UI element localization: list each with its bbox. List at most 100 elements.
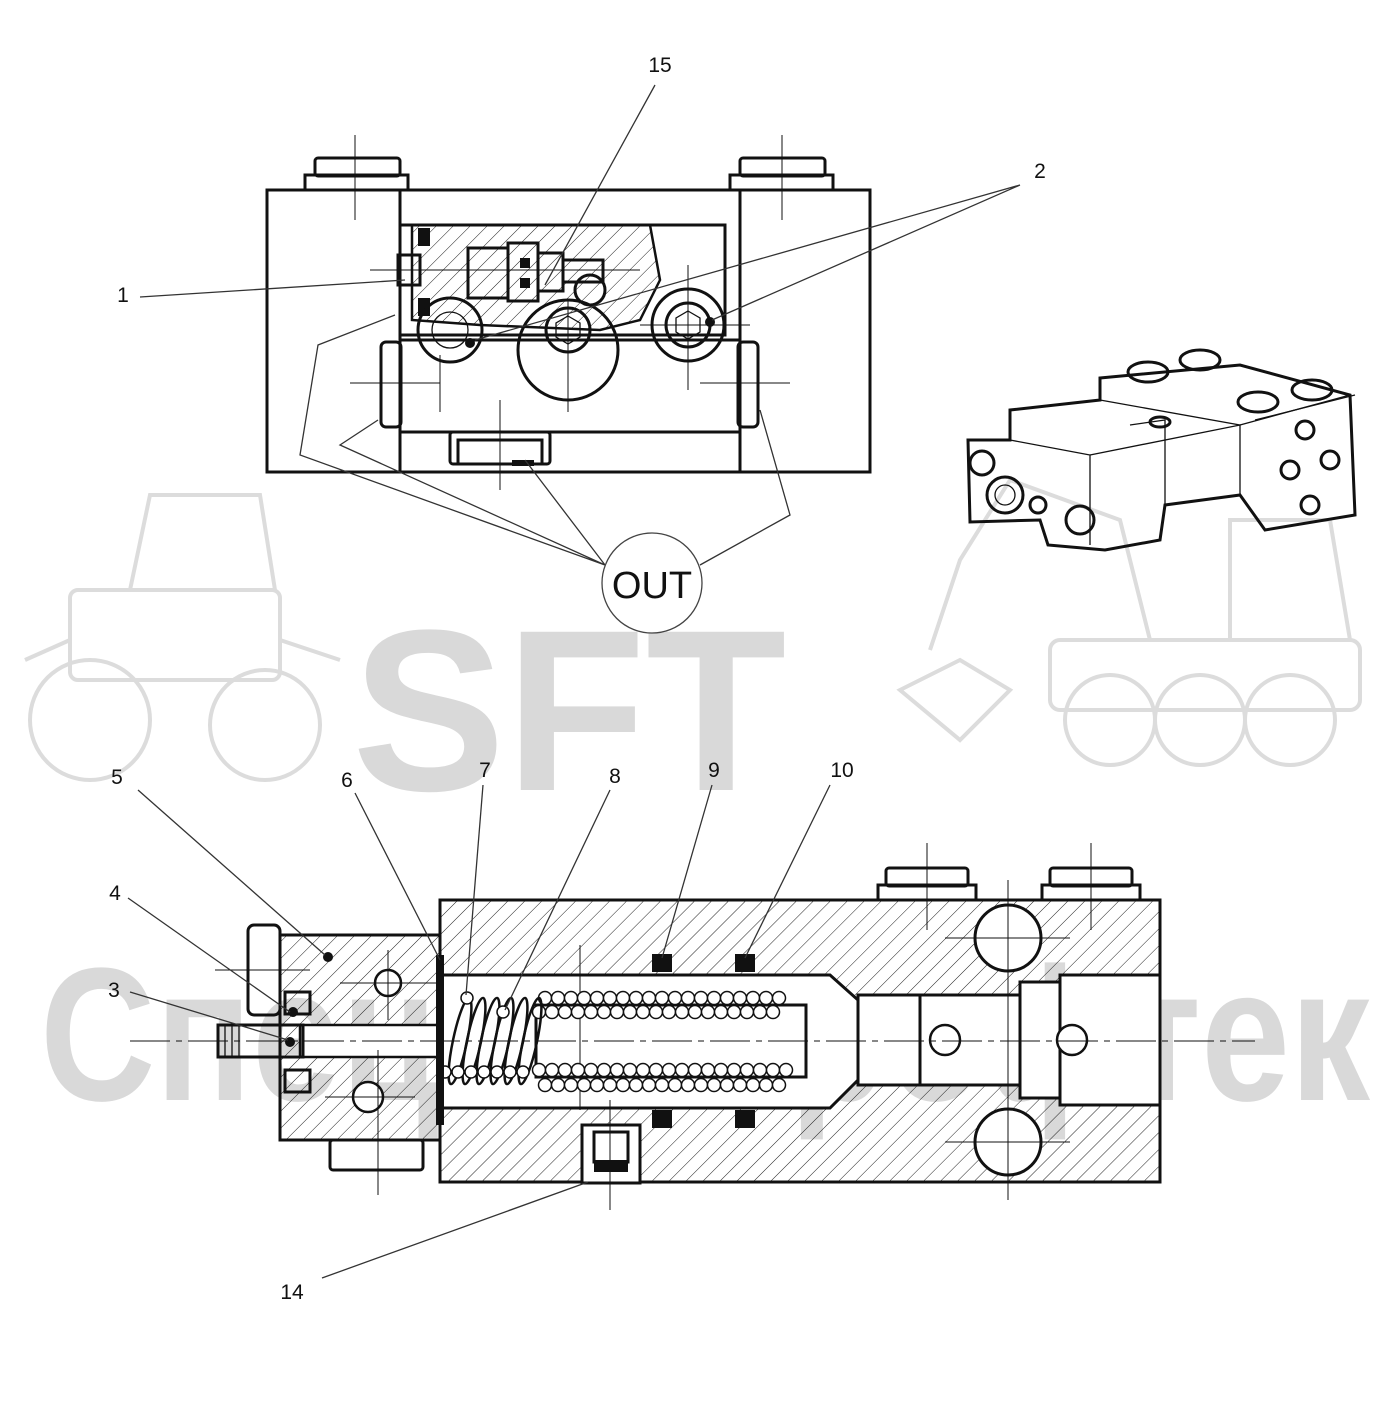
spring-coil [615, 990, 631, 1006]
spring-coil [550, 1077, 566, 1093]
spring-coil [765, 1004, 781, 1020]
bolt-head-top-right [728, 135, 835, 220]
spring-coil [451, 1065, 465, 1079]
spring-coil [531, 1062, 547, 1078]
spring-coil [609, 1004, 625, 1020]
callout-numbers: 15 2 1 5 6 7 8 9 10 4 3 14 [108, 54, 1046, 1304]
seal-10-lower [735, 1110, 755, 1128]
spring-coil [496, 1005, 510, 1019]
spring-coil [537, 1077, 553, 1093]
gasket-6 [436, 955, 444, 1125]
spring-coil [758, 1077, 774, 1093]
spring-coil [752, 1004, 768, 1020]
callout-5: 5 [111, 766, 123, 789]
spring-coil-large [517, 996, 543, 1086]
callout-14: 14 [280, 1281, 304, 1304]
spring-coil [771, 1077, 787, 1093]
callout-1: 1 [117, 284, 129, 307]
callout-6: 6 [341, 769, 353, 792]
spring-coil [596, 1062, 612, 1078]
spring-coil [615, 1077, 631, 1093]
callout-10: 10 [830, 759, 853, 782]
spring-coil [544, 1004, 560, 1020]
spring-coil [622, 1062, 638, 1078]
spring-coil [667, 990, 683, 1006]
spring-coil [700, 1004, 716, 1020]
spring-coil [550, 990, 566, 1006]
spring-coil [693, 990, 709, 1006]
top-section-view [265, 135, 872, 490]
plug-14 [580, 1100, 642, 1210]
bolt-head-bottom-view-1 [876, 843, 978, 930]
spring-coil [570, 1062, 586, 1078]
callout-2: 2 [1034, 160, 1046, 183]
spring-coil [674, 1004, 690, 1020]
bottom-bolt [328, 1138, 425, 1172]
spring-coil [648, 1062, 664, 1078]
callout-9: 9 [708, 759, 720, 782]
spring-coil [628, 1077, 644, 1093]
valve-body-outline [265, 188, 872, 474]
spring-coil [563, 1077, 579, 1093]
spring-coil [713, 1004, 729, 1020]
spring-coil [719, 1077, 735, 1093]
callout-8: 8 [609, 765, 621, 788]
callout-3: 3 [108, 979, 120, 1002]
spring-coil [758, 990, 774, 1006]
spring-coil [745, 1077, 761, 1093]
spring-coil [576, 990, 592, 1006]
spring-coil [687, 1062, 703, 1078]
seal-9-lower [652, 1110, 672, 1128]
seal-9 [652, 954, 672, 972]
callout-4: 4 [109, 882, 121, 905]
out-port-callout: OUT [601, 532, 703, 634]
spring-coil [557, 1062, 573, 1078]
spring-coil [602, 990, 618, 1006]
spring-coil [667, 1077, 683, 1093]
spring-coil [693, 1077, 709, 1093]
spring-coil [706, 990, 722, 1006]
spring-coil [706, 1077, 722, 1093]
spring-coil [628, 990, 644, 1006]
end-plug-right [736, 340, 760, 429]
spring-coil [596, 1004, 612, 1020]
spring-coil [516, 1065, 530, 1079]
spring-coil [490, 1065, 504, 1079]
seal-top [418, 228, 430, 246]
spring-coil [503, 1065, 517, 1079]
callout-7: 7 [479, 759, 491, 782]
spring-coil [460, 991, 474, 1005]
spring-coil [583, 1004, 599, 1020]
fitting-15 [466, 241, 607, 307]
spring-coil [641, 990, 657, 1006]
hatched-cross-section [410, 223, 662, 332]
spring-coil [765, 1062, 781, 1078]
leader-lines [127, 84, 1021, 1279]
bolt-head-bottom-view-2 [1040, 843, 1142, 930]
iso-front-fittings [968, 449, 1096, 536]
seal-10 [735, 954, 755, 972]
spring-coil [739, 1062, 755, 1078]
spring-coil [602, 1077, 618, 1093]
spring-coil [771, 990, 787, 1006]
spring-coil [635, 1004, 651, 1020]
spring-coil [700, 1062, 716, 1078]
spring-coil [726, 1062, 742, 1078]
isometric-view [966, 348, 1357, 552]
spring-coil [680, 1077, 696, 1093]
spring-coil [609, 1062, 625, 1078]
spring-coil [719, 990, 735, 1006]
out-port-label: OUT [612, 565, 692, 607]
watermark-tractor-left [24, 493, 341, 782]
port-circle-right [640, 265, 750, 390]
spring-coil [570, 1004, 586, 1020]
spring-coil [531, 1004, 547, 1020]
spring-coil [576, 1077, 592, 1093]
spring-coil [583, 1062, 599, 1078]
spring-coils [438, 990, 794, 1093]
callout-15: 15 [648, 54, 671, 77]
spring-coil [641, 1077, 657, 1093]
spring-coil [544, 1062, 560, 1078]
